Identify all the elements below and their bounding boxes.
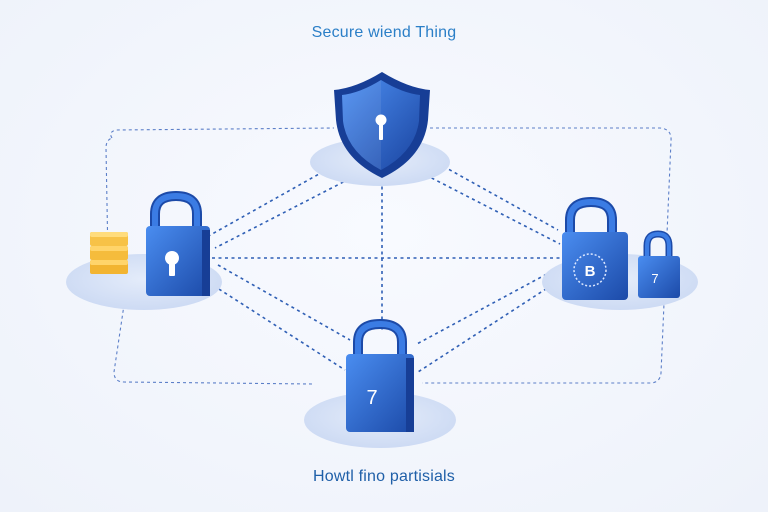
- diagram-title: Secure wiend Thing: [311, 24, 457, 41]
- right-lock-small-label: 7: [651, 271, 658, 286]
- line-shield-left: [204, 164, 336, 239]
- line-shield-right-2: [419, 171, 561, 245]
- right-lock-large: B: [562, 196, 628, 300]
- line-shield-right: [431, 159, 559, 231]
- shield-keyhole-icon: [334, 72, 430, 178]
- server-stack-icon: [90, 232, 128, 274]
- line-shield-left-2: [214, 175, 356, 249]
- center-lock-label: 7: [366, 387, 377, 409]
- connection-lines: [204, 159, 561, 373]
- padlock-keyhole-icon: [146, 190, 210, 296]
- line-right-center: [414, 267, 559, 346]
- line-right-center-2: [417, 284, 553, 373]
- line-left-center: [217, 264, 351, 341]
- center-lock: 7: [346, 318, 414, 432]
- line-left-center-2: [207, 281, 346, 371]
- right-lock-large-label: B: [585, 263, 596, 280]
- right-lock-small: 7: [638, 230, 680, 298]
- diagram-footer: Howtl fino partisials: [312, 468, 456, 485]
